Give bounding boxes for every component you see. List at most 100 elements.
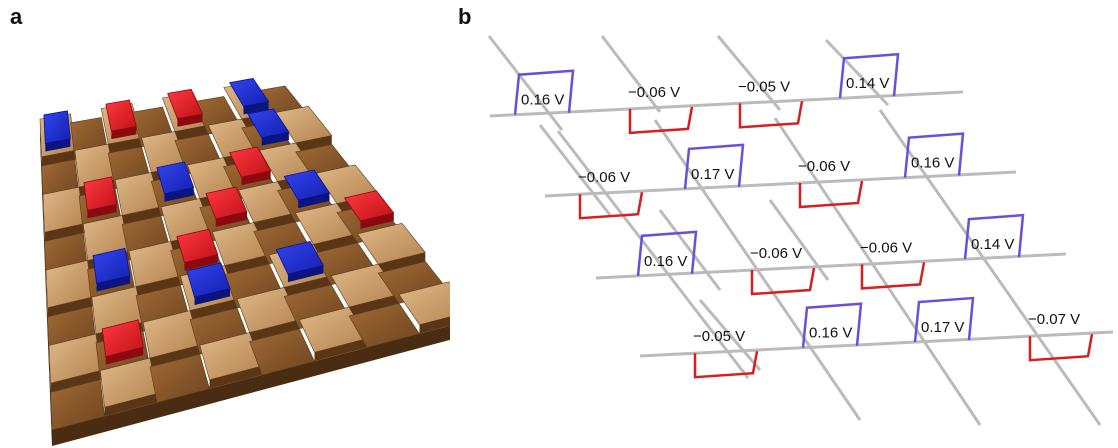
cell-side: [249, 319, 300, 342]
positive-voltage-loop: 0.17 V: [683, 143, 745, 189]
diagonal-wire: [487, 35, 564, 131]
cell-side: [209, 366, 262, 389]
tile-side: [105, 347, 144, 365]
tile-side: [184, 254, 218, 271]
cell-side: [284, 275, 332, 297]
cell-side: [136, 276, 181, 296]
voltage-label: −0.06 V: [798, 158, 850, 175]
positive-voltage-loop: 0.16 V: [801, 302, 863, 348]
diagonal-wire: [878, 109, 1102, 426]
tile-side: [243, 101, 269, 115]
cell-side: [104, 393, 157, 417]
red-tile: [83, 176, 118, 211]
recessed-cell: [249, 328, 315, 376]
voltage-label: −0.06 V: [860, 239, 912, 256]
voltage-label: 0.16 V: [521, 92, 564, 109]
blue-tile: [228, 78, 270, 107]
board-edge: [52, 325, 450, 446]
voltage-label: 0.17 V: [691, 166, 734, 183]
negative-voltage-loop: −0.05 V: [738, 78, 804, 129]
tile-side: [287, 265, 324, 283]
checkerboard-tiles: [43, 78, 395, 365]
cell-side: [314, 338, 367, 362]
recessed-cell: [149, 353, 210, 403]
cell-side: [174, 125, 209, 141]
blue-tile: [283, 169, 331, 201]
negative-voltage-loop: −0.06 V: [578, 169, 644, 220]
diagonal-wire: [658, 209, 722, 291]
negative-voltage-loop: −0.06 V: [860, 239, 926, 290]
cell-side: [313, 233, 358, 254]
red-tile: [229, 146, 272, 178]
red-tile: [105, 99, 137, 132]
tile-side: [261, 132, 289, 146]
blue-tile: [186, 262, 231, 298]
blue-tile: [275, 240, 325, 275]
checkerboard-base: [39, 81, 450, 446]
cell-side: [349, 294, 399, 317]
wire-grid: [487, 35, 1114, 426]
diagonal-wire: [773, 117, 982, 426]
diagonal-wire: [768, 199, 830, 281]
voltage-label: 0.16 V: [644, 253, 687, 270]
negative-voltage-loop: −0.05 V: [693, 328, 759, 379]
negative-voltage-loop: −0.06 V: [628, 84, 694, 135]
tile-side: [45, 138, 71, 152]
tile-side: [96, 275, 130, 292]
diagonal-wire: [556, 130, 750, 379]
diagonal-wire: [600, 35, 662, 113]
blue-tile: [43, 110, 71, 144]
red-tile: [176, 228, 219, 264]
diagonal-wire: [698, 299, 762, 371]
tile-side: [164, 187, 194, 202]
tile-side: [360, 212, 394, 229]
voltage-label: −0.06 V: [628, 84, 680, 101]
cell-side: [378, 252, 426, 274]
cell-side: [224, 254, 269, 275]
positive-voltage-loop: 0.17 V: [913, 296, 975, 343]
voltage-label: −0.07 V: [1028, 311, 1080, 328]
board-edge: [40, 128, 52, 446]
positive-voltage-loop: 0.14 V: [963, 213, 1025, 260]
horizontal-wire: [595, 252, 1067, 280]
negative-voltage-loop: −0.06 V: [798, 158, 864, 209]
horizontal-wire: [544, 170, 1017, 198]
voltage-label: 0.16 V: [809, 325, 852, 342]
blue-tile: [247, 108, 290, 139]
tile-side: [298, 192, 330, 209]
voltage-label: −0.06 V: [578, 169, 630, 186]
cell-side: [41, 150, 75, 166]
cell-side: [108, 137, 142, 154]
cell-side: [419, 316, 450, 334]
tile-side: [215, 211, 248, 227]
horizontal-wire: [639, 330, 1114, 358]
cell-side: [295, 135, 332, 152]
voltage-label: −0.05 V: [693, 328, 745, 345]
checkerboard-surface-3d: [39, 78, 450, 446]
red-tile: [205, 186, 248, 220]
cell-side: [150, 345, 200, 367]
positive-voltage-loop: 0.16 V: [636, 230, 698, 276]
negative-voltage-loop: −0.06 V: [750, 245, 816, 296]
tile-side: [194, 288, 231, 306]
voltage-label: 0.17 V: [921, 319, 964, 336]
recessed-cell: [348, 303, 420, 348]
diagonal-wire: [716, 35, 782, 111]
panel-b-label: b: [458, 4, 472, 29]
blue-tile: [156, 161, 195, 195]
diagonal-wire: [824, 38, 890, 107]
recessed-cell: [50, 379, 105, 431]
red-tile: [343, 190, 395, 222]
voltage-label: −0.06 V: [750, 245, 802, 262]
cell-side: [253, 213, 296, 232]
raised-cell: [357, 222, 426, 265]
cell-side: [47, 297, 92, 317]
cell-side: [190, 299, 238, 320]
red-tile: [101, 319, 144, 358]
voltage-loops: 0.16 V −0.06 V −0.05 V 0.14 V −0.06 V 0.17 V −…: [513, 52, 1094, 379]
tile-side: [87, 204, 117, 219]
diagonal-wire: [653, 119, 862, 421]
raised-cell: [398, 281, 450, 326]
voltage-label: −0.05 V: [738, 78, 790, 95]
negative-voltage-loop: −0.07 V: [1028, 311, 1094, 362]
